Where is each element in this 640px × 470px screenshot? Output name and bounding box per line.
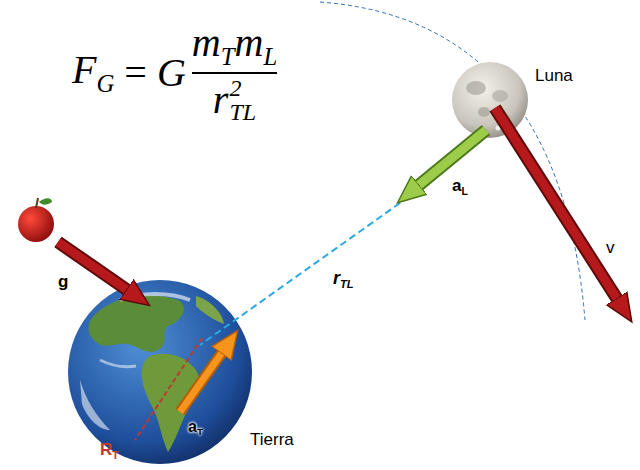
label: g: [58, 272, 68, 292]
formula-subscript: T: [221, 43, 235, 70]
formula-symbol: m: [235, 20, 264, 65]
vector-symbol: a: [452, 176, 461, 195]
velocity-arrow: [495, 108, 621, 305]
earth-figure: [68, 280, 252, 464]
formula-sign: =: [124, 52, 147, 94]
earth-acceleration-arrow: [180, 347, 226, 412]
formula-exponent: 2: [229, 76, 256, 100]
label: aL: [452, 176, 468, 197]
formula-symbol: m: [192, 20, 221, 65]
radius-symbol: R: [100, 440, 112, 459]
distance-subscript: TL: [340, 278, 354, 290]
label: Luna: [535, 66, 573, 86]
index-stack: 2TL: [229, 76, 256, 124]
vector-subscript: T: [197, 426, 203, 437]
body-name: Tierra: [250, 430, 294, 449]
formula-subscript: G: [96, 70, 114, 97]
formula-subscript: TL: [229, 100, 256, 124]
denominator: r2TL: [213, 76, 256, 124]
gravity-arrow: [58, 242, 133, 294]
formula: FG=GmTmLr2TL: [72, 22, 277, 124]
label: aT: [188, 418, 203, 438]
formula-symbol: G: [157, 52, 186, 94]
vector-subscript: L: [461, 185, 467, 197]
label: rTL: [333, 268, 354, 291]
gravity-arrow: [58, 242, 133, 294]
label: v: [606, 238, 615, 258]
label: Tierra: [250, 430, 294, 450]
fraction-bar: [192, 72, 277, 74]
radius-subscript: T: [112, 449, 118, 461]
body-name: Luna: [535, 66, 573, 85]
fraction: mTmLr2TL: [192, 22, 277, 124]
formula-symbol: r: [213, 79, 229, 121]
formula-term: FG: [72, 49, 114, 97]
formula-symbol: F: [72, 47, 96, 92]
vector-symbol: v: [606, 238, 615, 257]
vector-symbol: g: [58, 272, 68, 291]
moon-acceleration-arrow: [413, 130, 486, 190]
distance-line: [200, 203, 400, 345]
apple-figure: [18, 198, 54, 242]
vector-symbol: a: [188, 418, 197, 435]
label: RT: [100, 440, 119, 461]
moon-figure: [452, 62, 528, 138]
distance-symbol: r: [333, 268, 340, 288]
orbit-path: [320, 2, 585, 320]
moon-acceleration-arrow: [413, 130, 486, 190]
formula-subscript: L: [263, 43, 277, 70]
earth-acceleration-arrow: [180, 347, 226, 412]
velocity-arrow: [495, 108, 621, 305]
numerator: mTmL: [192, 22, 277, 70]
